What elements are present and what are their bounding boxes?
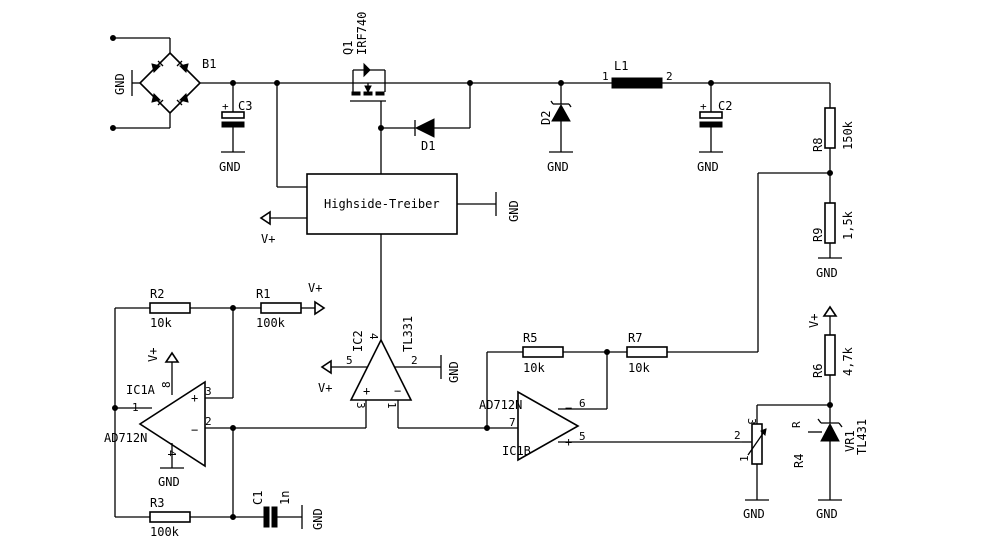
r7-value: 10k xyxy=(628,361,650,375)
q1-label: Q1 xyxy=(341,41,355,55)
driver-gnd-label: GND xyxy=(507,200,521,222)
ic1a-vplus-label: V+ xyxy=(146,348,160,362)
c1-gnd-label: GND xyxy=(311,508,325,530)
capacitor-c2: + C2 GND xyxy=(697,83,732,174)
r9-gnd-label: GND xyxy=(816,266,838,280)
ic1b-pin5: 5 xyxy=(579,430,586,443)
ic1a-pin4: 4 xyxy=(165,450,178,457)
r6-value: 4,7k xyxy=(841,346,855,376)
l1-pin2: 2 xyxy=(666,70,673,83)
q1-type-label: IRF740 xyxy=(355,12,369,55)
l1-label: L1 xyxy=(614,59,628,73)
resistor-r1: R1 100k V+ xyxy=(256,281,326,330)
opamp-ic1b: 7 AD712N IC1B − + 6 5 xyxy=(479,352,742,462)
r8-label: R8 xyxy=(811,138,825,152)
r8-value: 150k xyxy=(841,120,855,150)
r6-vplus-label: V+ xyxy=(807,314,821,328)
ic1b-pin7: 7 xyxy=(509,416,516,429)
ic1a-pin2: 2 xyxy=(205,415,212,428)
c2-label: C2 xyxy=(718,99,732,113)
d2-label: D2 xyxy=(539,111,553,125)
resistor-r3-capacitor-c1: R3 100k C1 1n GND xyxy=(115,425,325,539)
opamp-ic1a: + − IC1A AD712N 1 3 2 V+ 8 4 GND xyxy=(104,308,233,517)
r5-label: R5 xyxy=(523,331,537,345)
ic2-plus-sign: + xyxy=(363,384,370,398)
r1-label: R1 xyxy=(256,287,270,301)
r6-label: R6 xyxy=(811,364,825,378)
r1-vplus-label: V+ xyxy=(308,281,322,295)
diode-d1: D1 xyxy=(378,83,471,153)
c3-gnd-label: GND xyxy=(219,160,241,174)
r2-label: R2 xyxy=(150,287,164,301)
c2-gnd-label: GND xyxy=(697,160,719,174)
inductor-l1: L1 1 2 xyxy=(602,59,673,89)
r1-value: 100k xyxy=(256,316,286,330)
reference-r6-vr1: V+ R6 4,7k R VR1 TL431 GND xyxy=(790,305,869,521)
b1-label: B1 xyxy=(202,57,216,71)
ic2-minus-sign: − xyxy=(394,384,401,398)
r5-value: 10k xyxy=(523,361,545,375)
ic1a-gnd-label: GND xyxy=(158,475,180,489)
r3-label: R3 xyxy=(150,496,164,510)
comparator-ic2: + − IC2 TL331 4 V+ 5 2 GND 3 1 xyxy=(233,316,518,429)
r3-value: 100k xyxy=(150,525,180,539)
ic2-label: IC2 xyxy=(351,330,365,352)
ic1a-pin8: 8 xyxy=(160,381,173,388)
ic2-pin4: 4 xyxy=(367,333,380,340)
vr1-label: VR1 xyxy=(843,430,857,452)
ic2-type-label: TL331 xyxy=(401,316,415,352)
driver-label: Highside-Treiber xyxy=(324,197,440,211)
c2-plus-sign: + xyxy=(700,100,707,113)
r7-label: R7 xyxy=(628,331,642,345)
highside-driver: Highside-Treiber GND V+ xyxy=(259,83,521,340)
r4-gnd-label: GND xyxy=(743,507,765,521)
c1-label: C1 xyxy=(251,491,265,505)
c3-label: C3 xyxy=(238,99,252,113)
ic1a-pin1: 1 xyxy=(132,401,139,414)
vr1-ref-pin: R xyxy=(790,421,803,428)
ic2-pin1: 1 xyxy=(385,402,398,409)
r9-label: R9 xyxy=(811,228,825,242)
ic1a-plus-sign: + xyxy=(191,391,198,405)
ic1b-label: IC1B xyxy=(502,444,531,458)
r4-pin2: 2 xyxy=(734,429,741,442)
ic2-pin3: 3 xyxy=(354,402,367,409)
bridge-rectifier-b1: GND B1 xyxy=(110,35,216,131)
ic1a-label: IC1A xyxy=(126,383,156,397)
l1-pin1: 1 xyxy=(602,70,609,83)
driver-vplus-label: V+ xyxy=(261,232,275,246)
ic2-gnd-label: GND xyxy=(447,361,461,383)
ic1a-minus-sign: − xyxy=(191,423,198,437)
d1-label: D1 xyxy=(421,139,435,153)
ic1b-minus-sign: − xyxy=(565,401,572,415)
r4-label: R4 xyxy=(792,454,806,468)
r4-pin3: 3 xyxy=(745,418,758,425)
divider-r8-r9: R8 150k R9 1,5k GND xyxy=(758,83,855,280)
ic2-pin5: 5 xyxy=(346,354,353,367)
mosfet-q1: Q1 IRF740 xyxy=(341,12,386,128)
c1-value: 1n xyxy=(278,491,292,505)
potentiometer-r4: 2 3 1 R4 GND xyxy=(734,404,830,521)
vr1-type-label: TL431 xyxy=(855,419,869,455)
r2-value: 10k xyxy=(150,316,172,330)
ic1b-pin6: 6 xyxy=(579,397,586,410)
ic2-vplus-label: V+ xyxy=(318,381,332,395)
ic2-pin2: 2 xyxy=(411,354,418,367)
diode-d2: D2 GND xyxy=(539,83,573,174)
gnd-label: GND xyxy=(113,73,127,95)
ic1b-type-label: AD712N xyxy=(479,398,522,412)
c3-plus-sign: + xyxy=(222,100,229,113)
vr1-gnd-label: GND xyxy=(816,507,838,521)
r9-value: 1,5k xyxy=(841,210,855,240)
resistors-r5-r7: R5 10k R7 10k xyxy=(487,173,759,409)
d2-gnd-label: GND xyxy=(547,160,569,174)
ic1a-type-label: AD712N xyxy=(104,431,147,445)
capacitor-c3: + C3 GND xyxy=(219,83,252,174)
main-rail xyxy=(200,80,830,86)
ic1a-pin3: 3 xyxy=(205,385,212,398)
resistor-r2: R2 10k xyxy=(115,287,261,398)
r4-pin1: 1 xyxy=(738,455,751,462)
